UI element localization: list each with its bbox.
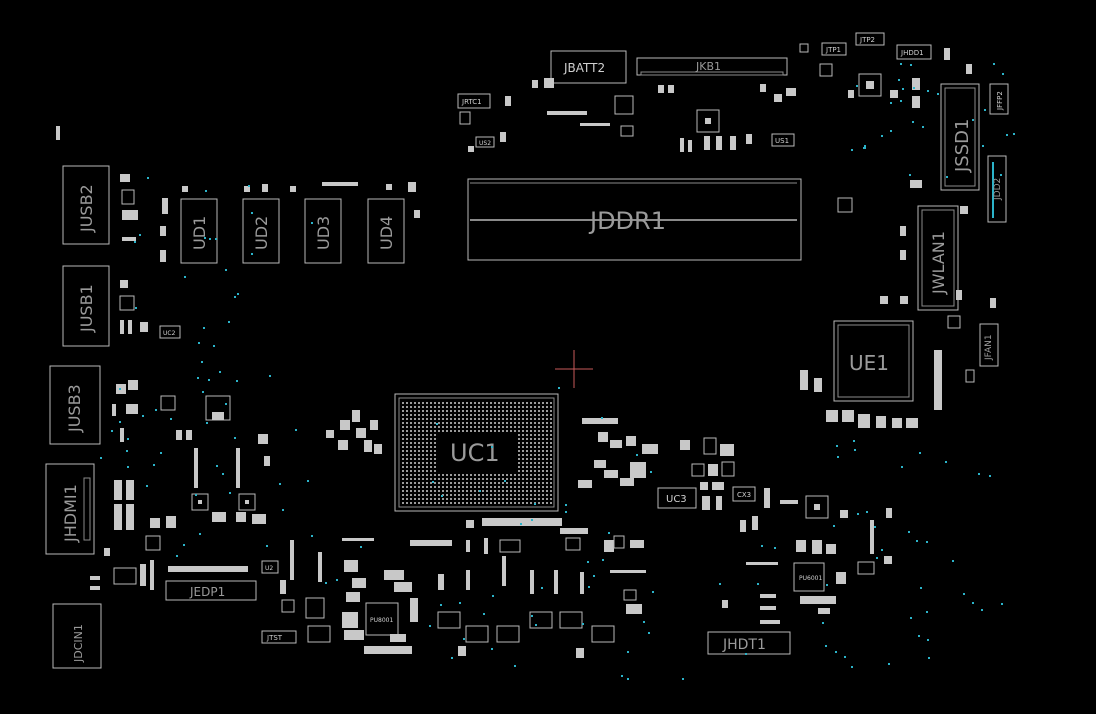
jhdt1-connector[interactable]: JHDT1 xyxy=(707,631,791,655)
jtst-connector[interactable]: JTST xyxy=(261,630,297,644)
jhdt1-label: JHDT1 xyxy=(722,637,766,653)
ud4-chip[interactable]: UD4 xyxy=(367,198,405,264)
cx3-chip[interactable]: CX3 xyxy=(732,486,756,502)
jhdmi1-label: JHDMI1 xyxy=(61,484,80,543)
jtst-label: JTST xyxy=(266,634,283,642)
us2-label: US2 xyxy=(479,140,491,147)
jfan1-label: JFAN1 xyxy=(984,334,994,361)
jddr1-label: JDDR1 xyxy=(588,207,666,235)
jusb2-connector[interactable]: JUSB2 xyxy=(62,165,110,245)
ue1-chip[interactable]: UE1 xyxy=(833,320,914,402)
jkb1-label: JKB1 xyxy=(695,60,721,73)
ud-area-small-components xyxy=(160,182,420,262)
jffp2-connector[interactable]: JFFP2 xyxy=(989,83,1009,115)
jtp2-label: JTP2 xyxy=(859,36,875,44)
jssd1-label: JSSD1 xyxy=(952,119,973,173)
jtp1-connector[interactable]: JTP1 xyxy=(821,42,847,56)
jfan1-connector[interactable]: JFAN1 xyxy=(979,323,999,367)
pu6001-label: PU6001 xyxy=(799,575,822,582)
pu8001-label: PU8001 xyxy=(370,617,393,624)
uc1-surrounding-components xyxy=(326,410,658,554)
ud3-label: UD3 xyxy=(314,216,333,250)
top-right-ic[interactable] xyxy=(858,73,882,97)
ud3-chip[interactable]: UD3 xyxy=(304,198,342,264)
jhdd1-connector[interactable]: JHDD1 xyxy=(896,44,932,60)
jssd1-connector[interactable]: JSSD1 xyxy=(940,83,980,191)
jusb3-label: JUSB3 xyxy=(65,384,84,433)
ud1-chip[interactable]: UD1 xyxy=(180,198,218,264)
uc3-label: UC3 xyxy=(666,494,687,505)
top-small-components xyxy=(459,43,972,152)
ud2-label: UD2 xyxy=(252,216,271,250)
jdcin1-connector[interactable]: JDCIN1 xyxy=(52,603,102,669)
ud1-label: UD1 xyxy=(190,216,209,250)
jbatt2-label: JBATT2 xyxy=(563,61,605,75)
jtp2-connector[interactable]: JTP2 xyxy=(855,32,885,46)
jbatt2-connector[interactable]: JBATT2 xyxy=(550,50,627,84)
us1-chip[interactable]: US1 xyxy=(771,133,795,147)
jusb1-connector[interactable]: JUSB1 xyxy=(62,265,110,347)
jhdmi1-connector[interactable]: JHDMI1 xyxy=(45,463,95,555)
u2-chip[interactable]: U2 xyxy=(261,560,279,574)
uc2-chip[interactable]: UC2 xyxy=(159,325,181,339)
uc1-label: UC1 xyxy=(450,439,500,467)
u2-label: U2 xyxy=(265,565,273,572)
jffp2-label: JFFP2 xyxy=(996,91,1004,111)
ud2-chip[interactable]: UD2 xyxy=(242,198,280,264)
jhdd1-label: JHDD1 xyxy=(900,49,924,57)
jusb2-label: JUSB2 xyxy=(77,184,96,233)
ue1-label: UE1 xyxy=(849,351,889,375)
jdcin1-label: JDCIN1 xyxy=(72,624,85,663)
cursor-crosshair xyxy=(555,350,593,388)
pu8001-chip[interactable]: PU8001 xyxy=(365,602,399,636)
uc2-label: UC2 xyxy=(163,330,176,337)
jrtc1-label: JRTC1 xyxy=(461,98,482,106)
jedp1-connector[interactable]: JEDP1 xyxy=(165,580,257,601)
jwlan1-connector[interactable]: JWLAN1 xyxy=(917,205,959,311)
us2-chip[interactable]: US2 xyxy=(475,136,495,148)
uc3-area-components xyxy=(680,437,892,554)
jdd2-label: JDD2 xyxy=(993,178,1003,201)
board-vias xyxy=(100,63,1015,680)
jwlan1-label: JWLAN1 xyxy=(929,231,948,295)
jtp1-label: JTP1 xyxy=(825,46,841,54)
jusb1-label: JUSB1 xyxy=(77,284,96,333)
ud4-label: UD4 xyxy=(377,216,396,250)
top-center-ic[interactable] xyxy=(696,109,720,133)
jusb3-connector[interactable]: JUSB3 xyxy=(49,365,101,445)
us1-label: US1 xyxy=(775,137,789,145)
lower-right-components xyxy=(722,540,892,624)
right-side-components xyxy=(800,180,996,428)
uc3-chip[interactable]: UC3 xyxy=(657,487,697,509)
jedp1-label: JEDP1 xyxy=(189,585,225,599)
pu6001-chip[interactable]: PU6001 xyxy=(793,562,825,592)
jrtc1-connector[interactable]: JRTC1 xyxy=(457,93,491,109)
cx3-label: CX3 xyxy=(737,491,751,499)
jddr1-slot[interactable]: JDDR1 xyxy=(467,178,802,261)
jdd2-connector[interactable]: JDD2 xyxy=(987,155,1007,223)
uc1-cpu[interactable]: UC1 xyxy=(394,393,559,512)
lower-left-components xyxy=(150,395,646,658)
jkb1-connector[interactable]: JKB1 xyxy=(636,57,788,76)
